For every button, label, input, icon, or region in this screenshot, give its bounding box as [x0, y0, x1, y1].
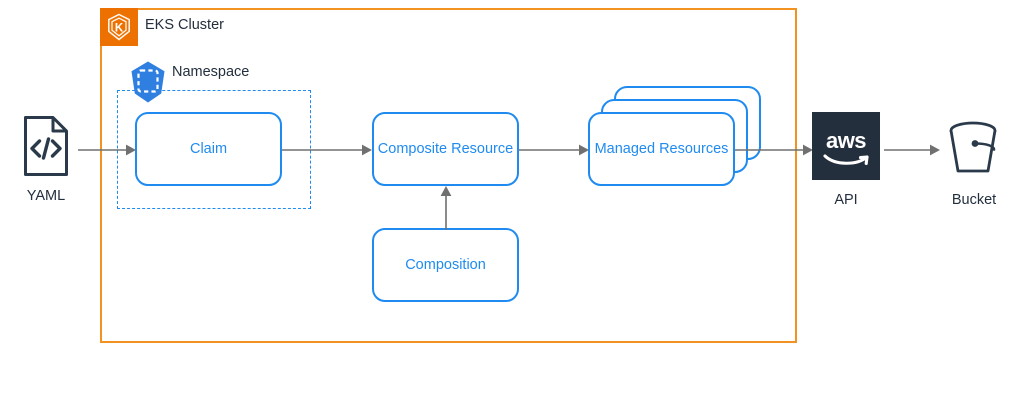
node-composite-resource-label: Composite Resource — [377, 141, 514, 157]
aws-logo-icon: aws — [812, 112, 880, 180]
yaml-label: YAML — [26, 188, 66, 204]
arrow-composite-to-managed — [519, 142, 591, 158]
node-managed-resources-label: Managed Resources — [594, 141, 729, 157]
arrow-managed-to-api — [735, 142, 815, 158]
bucket-label: Bucket — [951, 192, 997, 208]
svg-text:aws: aws — [826, 128, 866, 153]
arrow-api-to-bucket — [884, 142, 942, 158]
node-managed-resources[interactable]: Managed Resources — [588, 86, 774, 198]
namespace-hexagon-icon — [126, 60, 170, 104]
namespace-label: Namespace — [172, 64, 250, 80]
api-label: API — [834, 192, 858, 208]
svg-text:K: K — [115, 22, 124, 34]
node-claim-label: Claim — [189, 141, 228, 157]
eks-cluster-title: EKS Cluster — [145, 17, 224, 33]
node-composition[interactable]: Composition — [372, 228, 519, 302]
s3-bucket-icon — [942, 118, 1004, 180]
eks-kubernetes-icon: K — [100, 8, 138, 46]
node-composition-label: Composition — [405, 257, 486, 273]
managed-resources-card-front[interactable]: Managed Resources — [588, 112, 735, 186]
node-claim[interactable]: Claim — [135, 112, 282, 186]
eks-cluster-boundary — [100, 8, 797, 343]
arrow-claim-to-composite — [282, 142, 374, 158]
node-composite-resource[interactable]: Composite Resource — [372, 112, 519, 186]
arrow-yaml-to-claim — [78, 142, 138, 158]
yaml-file-code-icon — [22, 114, 70, 178]
arrow-composition-to-composite — [438, 184, 454, 230]
